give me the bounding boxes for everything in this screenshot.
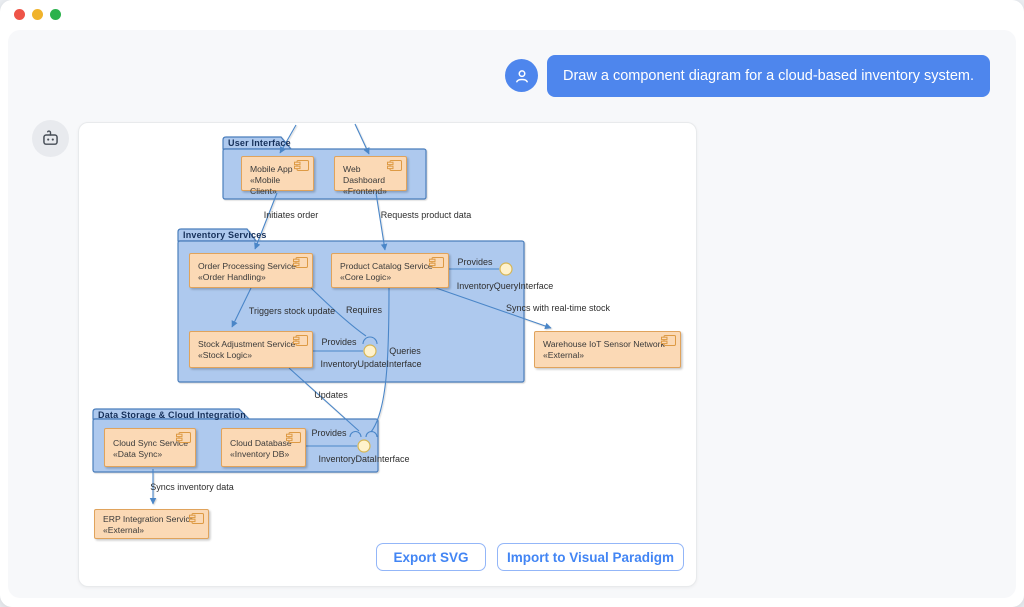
package-tab-data-storage	[92, 408, 251, 420]
edge-label-provides-update: Provides	[321, 337, 357, 347]
package-title-inventory-services: Inventory Services	[183, 230, 267, 240]
diagram-card: User Interface Inventory Services Data S…	[78, 122, 697, 587]
lollipop-inventory-query-interface	[499, 262, 513, 276]
socket-requires	[362, 336, 378, 345]
component-name: Cloud Database	[230, 438, 292, 448]
package-title-user-interface: User Interface	[228, 138, 291, 148]
component-cloud-database: Cloud Database «Inventory DB»	[221, 428, 306, 467]
import-visual-paradigm-button[interactable]: Import to Visual Paradigm	[497, 543, 684, 571]
component-icon	[176, 432, 191, 443]
bot-avatar	[32, 120, 69, 157]
component-stock-adjustment: Stock Adjustment Service «Stock Logic»	[189, 331, 313, 368]
component-stereotype: «Inventory DB»	[230, 449, 290, 460]
component-stereotype: «Mobile Client»	[250, 175, 281, 197]
component-name: Warehouse IoT Sensor Network	[543, 339, 665, 349]
component-name: Cloud Sync Service	[113, 438, 188, 448]
export-svg-button[interactable]: Export SVG	[376, 543, 486, 571]
component-name: Mobile App	[250, 164, 293, 174]
edge-requests-product-data	[375, 192, 388, 251]
person-icon	[515, 69, 528, 82]
zoom-window-button[interactable]	[50, 9, 61, 20]
package-title-data-storage: Data Storage & Cloud Integration	[98, 410, 246, 420]
component-stereotype: «Core Logic»	[340, 272, 392, 283]
component-cloud-sync: Cloud Sync Service «Data Sync»	[104, 428, 196, 467]
component-icon	[286, 432, 301, 443]
edge-initiates-order	[254, 192, 278, 250]
window-controls	[14, 9, 61, 20]
socket-queries	[365, 431, 378, 438]
component-stereotype: «Frontend»	[343, 186, 387, 197]
edge-updates	[288, 367, 360, 432]
edge-label-queries: Queries	[389, 346, 421, 356]
component-icon	[294, 160, 309, 171]
component-order-processing: Order Processing Service «Order Handling…	[189, 253, 313, 288]
edge-to-mobile-app	[279, 124, 297, 154]
component-icon	[387, 160, 402, 171]
component-stereotype: «Data Sync»	[113, 449, 163, 460]
component-stereotype: «External»	[543, 350, 585, 361]
lollipop-inventory-data-interface	[357, 439, 371, 453]
component-name: Stock Adjustment Service	[198, 339, 296, 349]
component-icon	[189, 513, 204, 524]
close-window-button[interactable]	[14, 9, 25, 20]
diagram-edges	[149, 123, 552, 505]
lollipop-inventory-update-interface	[363, 344, 377, 358]
edge-label-updates: Updates	[314, 390, 348, 400]
component-name: Order Processing Service	[198, 261, 296, 271]
component-stereotype: «Stock Logic»	[198, 350, 252, 361]
minimize-window-button[interactable]	[32, 9, 43, 20]
edge-label-provides-query: Provides	[457, 257, 493, 267]
edge-queries	[370, 287, 390, 433]
socket-updates	[349, 431, 362, 438]
component-product-catalog: Product Catalog Service «Core Logic»	[331, 253, 449, 288]
component-icon	[661, 335, 676, 346]
edge-label-provides-data: Provides	[311, 428, 347, 438]
interface-label-inventory-update: InventoryUpdateInterface	[320, 359, 422, 369]
edge-requires	[310, 287, 367, 337]
edge-label-syncs-realtime: Syncs with real-time stock	[505, 303, 611, 313]
edge-label-syncs-inventory: Syncs inventory data	[150, 482, 234, 492]
edge-syncs-realtime	[435, 287, 552, 330]
component-warehouse-iot: Warehouse IoT Sensor Network «External»	[534, 331, 681, 368]
user-message-bubble: Draw a component diagram for a cloud-bas…	[547, 55, 990, 97]
robot-icon	[43, 130, 58, 145]
component-icon	[293, 257, 308, 268]
edge-triggers-stock-update	[231, 287, 252, 328]
component-name: Product Catalog Service	[340, 261, 433, 271]
component-stereotype: «Order Handling»	[198, 272, 266, 283]
component-name: ERP Integration Service	[103, 514, 195, 524]
component-web-dashboard: Web Dashboard «Frontend»	[334, 156, 407, 196]
component-icon	[293, 335, 308, 346]
interface-label-inventory-data: InventoryDataInterface	[318, 454, 410, 464]
component-mobile-app: Mobile App «Mobile Client»	[241, 156, 314, 196]
package-tab-user-interface	[222, 136, 293, 150]
component-name: Web Dashboard	[343, 164, 386, 186]
component-erp-integration: ERP Integration Service «External»	[94, 509, 209, 539]
edge-label-initiates-order: Initiates order	[263, 210, 319, 220]
component-stereotype: «External»	[103, 525, 145, 536]
interface-label-inventory-query: InventoryQueryInterface	[456, 281, 554, 291]
component-icon	[429, 257, 444, 268]
package-tab-inventory-services	[177, 228, 258, 242]
edge-label-requests-product-data: Requests product data	[380, 210, 472, 220]
edge-to-web-dashboard	[354, 123, 370, 155]
interface-lollipops	[357, 262, 513, 453]
user-avatar	[505, 59, 538, 92]
edge-label-triggers-stock-update: Triggers stock update	[248, 306, 336, 316]
edge-label-requires: Requires	[345, 305, 383, 315]
